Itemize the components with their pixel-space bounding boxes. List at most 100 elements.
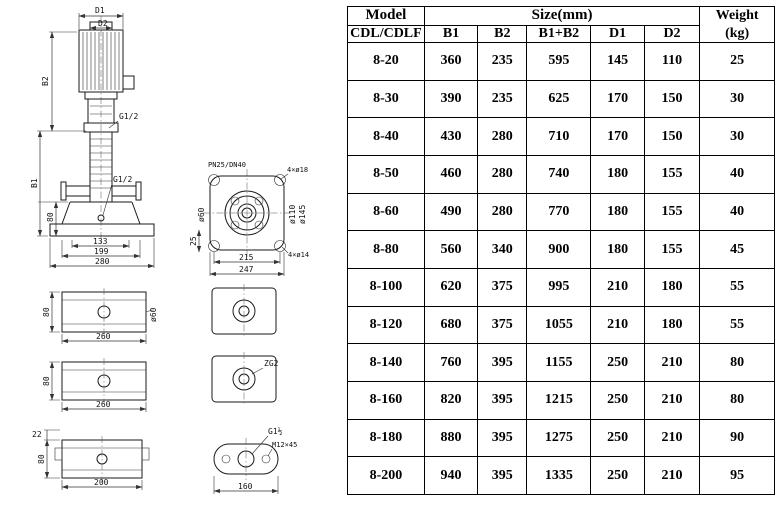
b2-cell: 375 bbox=[477, 305, 528, 345]
d2-cell: 155 bbox=[643, 192, 701, 232]
b1-cell: 940 bbox=[423, 456, 479, 495]
b2-cell: 280 bbox=[477, 154, 528, 194]
weight-cell: 40 bbox=[699, 192, 775, 232]
d2-cell: 155 bbox=[643, 154, 701, 194]
table-row: 8-160 820 395 1215 250 210 80 bbox=[347, 380, 775, 420]
d1-cell: 180 bbox=[590, 230, 645, 269]
b1b2-cell: 1215 bbox=[526, 380, 592, 420]
b1b2-cell: 900 bbox=[526, 230, 592, 269]
dim-247: 247 bbox=[239, 265, 254, 274]
b1b2-cell: 995 bbox=[526, 267, 592, 307]
dim-260-b: 260 bbox=[96, 400, 111, 409]
dim-133: 133 bbox=[93, 237, 108, 246]
d2-cell: 210 bbox=[643, 380, 701, 420]
dia-60-label: ø60 bbox=[197, 207, 206, 222]
b1-cell: 560 bbox=[423, 230, 479, 269]
table-row: 8-200 940 395 1335 250 210 95 bbox=[347, 456, 775, 495]
table-row: 8-50 460 280 740 180 155 40 bbox=[347, 154, 775, 194]
dia-145-label: ø145 bbox=[298, 205, 307, 224]
header-model-series: CDL/CDLF bbox=[347, 24, 425, 43]
dim-b1: B1 bbox=[30, 178, 39, 188]
dia-110-label: ø110 bbox=[288, 205, 297, 224]
table-row: 8-100 620 375 995 210 180 55 bbox=[347, 267, 775, 307]
dim-215: 215 bbox=[239, 253, 254, 262]
base-view-3: 22 80 200 G1½ M12×45 160 bbox=[32, 426, 297, 494]
table-row: 8-80 560 340 900 180 155 45 bbox=[347, 230, 775, 269]
header-model: Model bbox=[347, 6, 425, 26]
b1-cell: 620 bbox=[423, 267, 479, 307]
header-weight-line1: Weight bbox=[715, 8, 759, 23]
header-col-d1: D1 bbox=[590, 24, 645, 43]
d2-cell: 210 bbox=[643, 418, 701, 458]
b2-cell: 395 bbox=[477, 456, 528, 495]
b1-cell: 490 bbox=[423, 192, 479, 232]
dim-b2: B2 bbox=[41, 76, 50, 86]
table-row: 8-140 760 395 1155 250 210 80 bbox=[347, 343, 775, 382]
d2-cell: 150 bbox=[643, 79, 701, 119]
b2-cell: 375 bbox=[477, 267, 528, 307]
dim-80-c: 80 bbox=[37, 454, 46, 464]
b1b2-cell: 1155 bbox=[526, 343, 592, 382]
b1-cell: 760 bbox=[423, 343, 479, 382]
b1-cell: 430 bbox=[423, 117, 479, 156]
d1-cell: 210 bbox=[590, 305, 645, 345]
weight-cell: 90 bbox=[699, 418, 775, 458]
b2-cell: 280 bbox=[477, 117, 528, 156]
d1-cell: 210 bbox=[590, 267, 645, 307]
b2-cell: 235 bbox=[477, 79, 528, 119]
dim-280: 280 bbox=[95, 257, 110, 266]
weight-cell: 95 bbox=[699, 456, 775, 495]
flange-top-view: PN25/DN40 4×ø18 ø60 ø110 ø145 25 215 247… bbox=[189, 161, 309, 277]
table-row: 8-180 880 395 1275 250 210 90 bbox=[347, 418, 775, 458]
table-row: 8-30 390 235 625 170 150 30 bbox=[347, 79, 775, 119]
table-row: 8-20 360 235 595 145 110 25 bbox=[347, 42, 775, 81]
d1-cell: 250 bbox=[590, 380, 645, 420]
weight-cell: 55 bbox=[699, 305, 775, 345]
header-weight: Weight (kg) bbox=[699, 6, 775, 43]
weight-cell: 80 bbox=[699, 343, 775, 382]
b1b2-cell: 1275 bbox=[526, 418, 592, 458]
b1b2-cell: 625 bbox=[526, 79, 592, 119]
weight-cell: 25 bbox=[699, 42, 775, 81]
b1-cell: 820 bbox=[423, 380, 479, 420]
d2-cell: 180 bbox=[643, 305, 701, 345]
header-col-d2: D2 bbox=[643, 24, 701, 43]
d2-cell: 155 bbox=[643, 230, 701, 269]
d1-cell: 180 bbox=[590, 192, 645, 232]
dim-d1: D1 bbox=[95, 6, 105, 15]
model-cell: 8-200 bbox=[347, 456, 425, 495]
b2-cell: 395 bbox=[477, 418, 528, 458]
b1-cell: 460 bbox=[423, 154, 479, 194]
terminal-box bbox=[122, 75, 135, 90]
dim-d2: D2 bbox=[98, 19, 108, 28]
weight-cell: 40 bbox=[699, 154, 775, 194]
d1-cell: 250 bbox=[590, 456, 645, 495]
d1-cell: 170 bbox=[590, 79, 645, 119]
model-cell: 8-20 bbox=[347, 42, 425, 81]
base-view-1: 80 260 ø60 bbox=[42, 284, 277, 344]
dim-260-a: 260 bbox=[96, 332, 111, 341]
header-col-b2: B2 bbox=[477, 24, 528, 43]
model-cell: 8-30 bbox=[347, 79, 425, 119]
weight-cell: 80 bbox=[699, 380, 775, 420]
d1-cell: 170 bbox=[590, 117, 645, 156]
b1b2-cell: 770 bbox=[526, 192, 592, 232]
port-g12-lower: G1/2 bbox=[113, 175, 132, 184]
header-size: Size(mm) bbox=[423, 6, 701, 26]
thread-g1half-label: G1½ bbox=[268, 426, 283, 436]
header-row-1: Model Size(mm) Weight (kg) bbox=[347, 6, 775, 43]
spec-table-panel: Model Size(mm) Weight (kg) CDL/CDLF B1 B… bbox=[347, 6, 775, 495]
d1-cell: 180 bbox=[590, 154, 645, 194]
model-cell: 8-50 bbox=[347, 154, 425, 194]
d2-cell: 180 bbox=[643, 267, 701, 307]
model-cell: 8-100 bbox=[347, 267, 425, 307]
d1-cell: 250 bbox=[590, 418, 645, 458]
weight-cell: 30 bbox=[699, 79, 775, 119]
pump-drawing: D1 D2 B2 B1 80 G1/2 G1/2 133 bbox=[30, 6, 309, 494]
dim-200: 200 bbox=[94, 478, 109, 487]
d2-cell: 110 bbox=[643, 42, 701, 81]
model-cell: 8-60 bbox=[347, 192, 425, 232]
dia-60-shaft-label: ø60 bbox=[149, 307, 158, 322]
pump-drawing-panel: D1 D2 B2 B1 80 G1/2 G1/2 133 bbox=[0, 0, 347, 500]
